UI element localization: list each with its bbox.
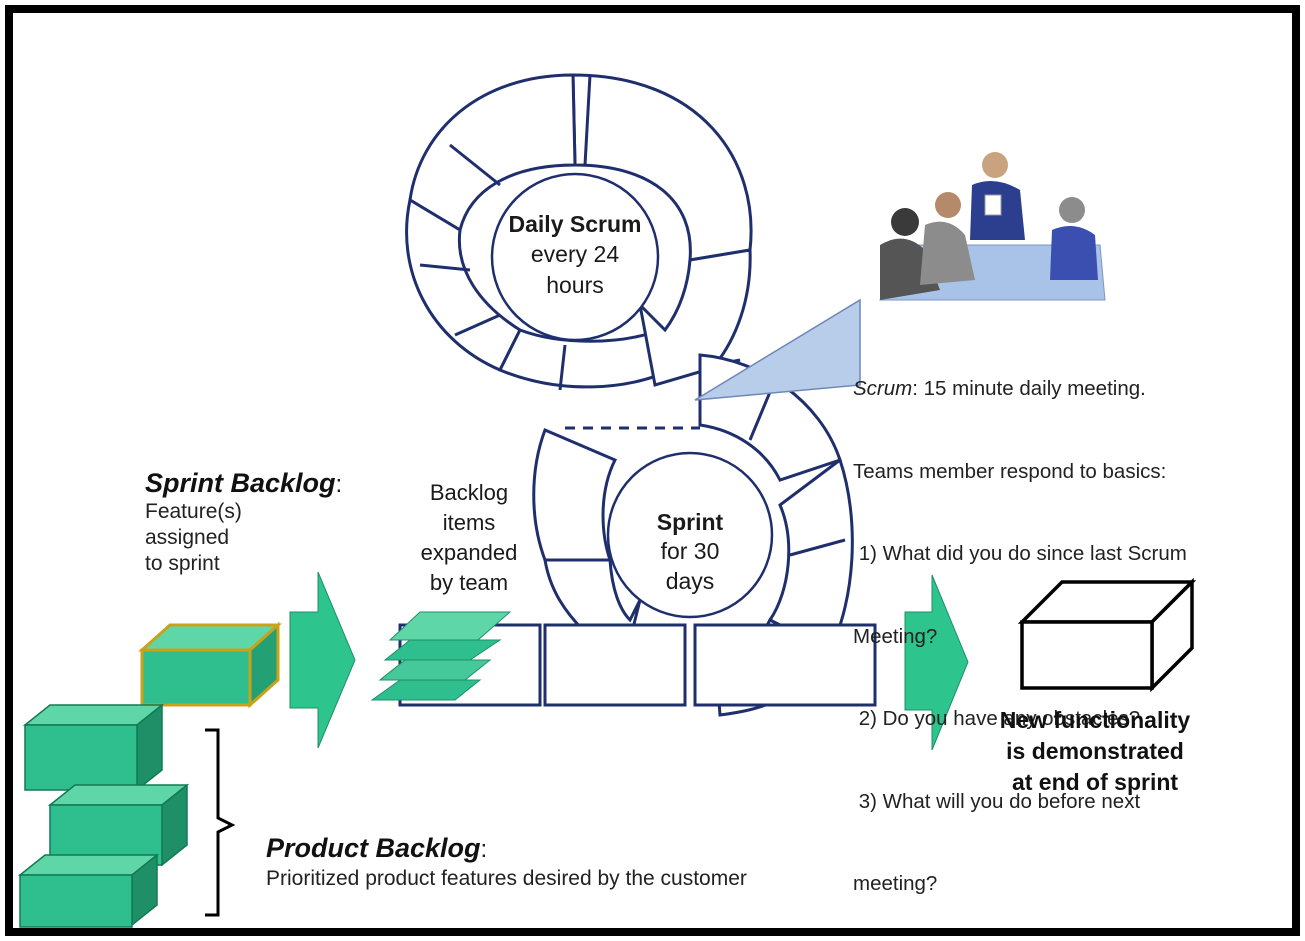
result-line3: at end of sprint (1011, 769, 1179, 795)
person-2 (920, 192, 975, 285)
scrum-note-line4: Meeting? (853, 624, 938, 648)
sprint-backlog-line1: Feature(s) (145, 500, 242, 523)
product-backlog-label: Product Backlog: Prioritized product fea… (266, 833, 747, 892)
sprint-backlog-label: Sprint Backlog: Feature(s) assigned to s… (145, 468, 342, 577)
callout-wedge (694, 298, 861, 401)
arrow-to-sprint (289, 571, 356, 749)
daily-scrum-line1: every 24 (530, 241, 620, 267)
increment-box (1017, 577, 1197, 693)
sprint-title: Sprint (656, 509, 724, 535)
product-backlog-stack (17, 703, 190, 928)
product-backlog-desc: Prioritized product features desired by … (266, 867, 747, 890)
scrum-note-line3: 1) What did you do since last Scrum (853, 542, 1187, 565)
sprint-backlog-box (138, 621, 282, 709)
daily-scrum-hub (490, 172, 660, 342)
product-backlog-title: Product Backlog (266, 833, 481, 863)
sprint-backlog-line3: to sprint (145, 552, 220, 575)
outer-border (5, 5, 1300, 936)
product-backlog-colon: : (480, 836, 488, 863)
scrum-note-term: Scrum (853, 377, 913, 400)
person-3 (970, 152, 1025, 240)
scrum-note-line2: Teams member respond to basics: (853, 459, 1167, 483)
scrum-note-line5: 2) Do you have any obstacles? (853, 707, 1141, 730)
result-line1: New functionality (999, 707, 1191, 733)
sprint-backlog-line2: assigned (145, 526, 230, 549)
scrum-note-line1: : 15 minute daily meeting. (912, 377, 1146, 400)
backlog-items-line4: by team (429, 570, 509, 595)
daily-scrum-line2: hours (546, 272, 604, 298)
daily-scrum-label: Daily Scrum every 24 hours (495, 210, 655, 300)
sprint-backlog-title: Sprint Backlog (145, 468, 336, 498)
daily-scrum-title: Daily Scrum (508, 211, 642, 237)
backlog-items-line2: items (442, 510, 496, 535)
arrow-to-result (904, 574, 969, 751)
backlog-items-line3: expanded (420, 540, 518, 565)
backlog-items-label: Backlog items expanded by team (405, 478, 533, 598)
backlog-items-line1: Backlog (429, 480, 509, 505)
person-4 (1050, 197, 1098, 280)
expanded-backlog-items (370, 611, 512, 701)
product-backlog-bracket (205, 728, 236, 917)
scrum-note: Scrum: 15 minute daily meeting. Teams me… (853, 320, 1187, 925)
result-label: New functionality is demonstrated at end… (965, 705, 1225, 798)
scrum-note-line7: meeting? (853, 872, 938, 895)
daily-scrum-ring (405, 73, 753, 391)
scrum-note-line6: 3) What will you do before next (853, 789, 1141, 813)
result-line2: is demonstrated (1006, 738, 1184, 764)
sprint-line2: days (665, 568, 715, 594)
sprint-label: Sprint for 30 days (625, 508, 755, 596)
meeting-illustration (879, 152, 1106, 301)
sprint-hub (606, 451, 774, 619)
sprint-backlog-colon: : (335, 471, 343, 498)
sprint-line1: for 30 (660, 538, 720, 564)
